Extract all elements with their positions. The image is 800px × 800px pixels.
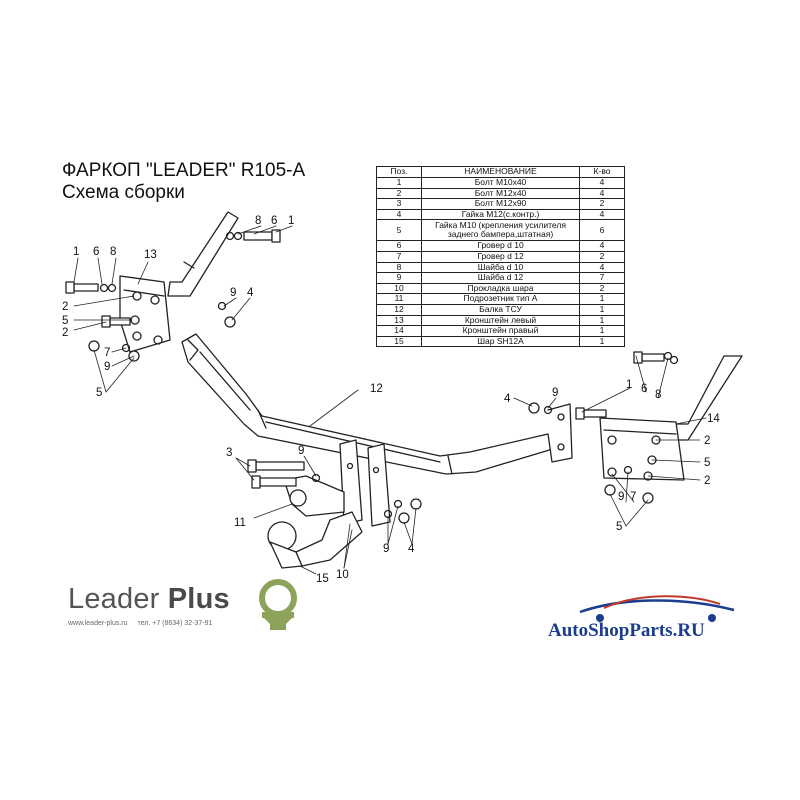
right-bracket — [599, 355, 743, 481]
callout: 15 — [316, 573, 329, 585]
header-position: Поз. — [376, 166, 422, 178]
brand-phone: тел. +7 (8634) 32-37-91 — [137, 620, 213, 627]
watermark-text: AutoShopParts.RU — [548, 620, 705, 641]
socket-plate — [283, 475, 345, 517]
callout: 6 — [93, 246, 99, 258]
callout: 3 — [226, 447, 232, 459]
callout: 1 — [288, 215, 294, 227]
brand-website-link[interactable]: www.leader-plus.ru — [68, 620, 128, 627]
brand-name: Leader Plus — [68, 583, 230, 616]
callout: 9 — [552, 387, 558, 399]
callout: 5 — [96, 387, 102, 399]
row-qty: 2 — [579, 250, 625, 263]
callout: 12 — [370, 383, 383, 395]
callout: 5 — [704, 457, 710, 469]
row-qty: 1 — [579, 303, 625, 316]
callout: 4 — [408, 543, 415, 555]
callout: 9 — [383, 543, 389, 555]
callout-numbers: 8 6 1 1 6 8 13 2 5 2 7 9 5 9 4 12 4 9 1 … — [62, 215, 720, 585]
callout: 6 — [271, 215, 277, 227]
callout: 11 — [234, 517, 246, 529]
header-quantity: К-во — [579, 166, 625, 178]
left-bracket — [119, 211, 239, 353]
callout: 8 — [110, 246, 116, 258]
title-line-1: ФАРКОП "LEADER" R105-A — [62, 160, 306, 181]
callout: 6 — [641, 383, 647, 395]
callout: 9 — [298, 445, 304, 457]
header-name: НАИМЕНОВАНИЕ — [421, 166, 580, 178]
row-qty: 2 — [579, 282, 625, 295]
callout: 5 — [62, 315, 68, 327]
callout: 14 — [707, 413, 720, 425]
fasteners — [65, 229, 679, 524]
callout: 9 — [104, 361, 110, 373]
brand-contacts: www.leader-plus.ru тел. +7 (8634) 32-37-… — [68, 620, 220, 627]
parts-table-header: Поз. НАИМЕНОВАНИЕ К-во — [376, 166, 625, 178]
callout: 2 — [62, 301, 68, 313]
ball-mount — [267, 439, 391, 569]
row-qty: 4 — [579, 261, 625, 274]
title-line-2: Схема сборки — [62, 182, 185, 203]
callout: 9 — [230, 287, 236, 299]
callout: 7 — [104, 347, 110, 359]
callout: 4 — [247, 287, 254, 299]
callout: 2 — [62, 327, 68, 339]
row-qty: 7 — [579, 272, 625, 284]
callout: 1 — [73, 246, 79, 258]
callout: 10 — [336, 569, 349, 581]
callout: 1 — [626, 379, 632, 391]
callout: 7 — [630, 491, 636, 503]
row-qty: 1 — [579, 314, 625, 327]
callout: 2 — [704, 435, 710, 447]
diagram-title: ФАРКОП "LEADER" R105-A Схема сборки — [62, 160, 305, 204]
car-swoosh-icon — [579, 595, 735, 622]
row-qty: 1 — [579, 335, 625, 348]
callout: 9 — [618, 491, 624, 503]
leader-plus-logo-icon — [259, 579, 297, 630]
callout: 4 — [504, 393, 511, 405]
callout: 5 — [616, 521, 622, 533]
callout: 13 — [144, 249, 157, 261]
brand-name-regular: Leader — [68, 583, 168, 615]
callout: 8 — [255, 215, 261, 227]
callout: 8 — [655, 389, 661, 401]
row-qty: 6 — [579, 219, 625, 242]
row-qty: 1 — [579, 325, 625, 337]
leader-lines — [73, 225, 707, 575]
row-qty: 1 — [579, 293, 625, 305]
callout: 2 — [704, 475, 710, 487]
brand-name-bold: Plus — [167, 583, 230, 615]
